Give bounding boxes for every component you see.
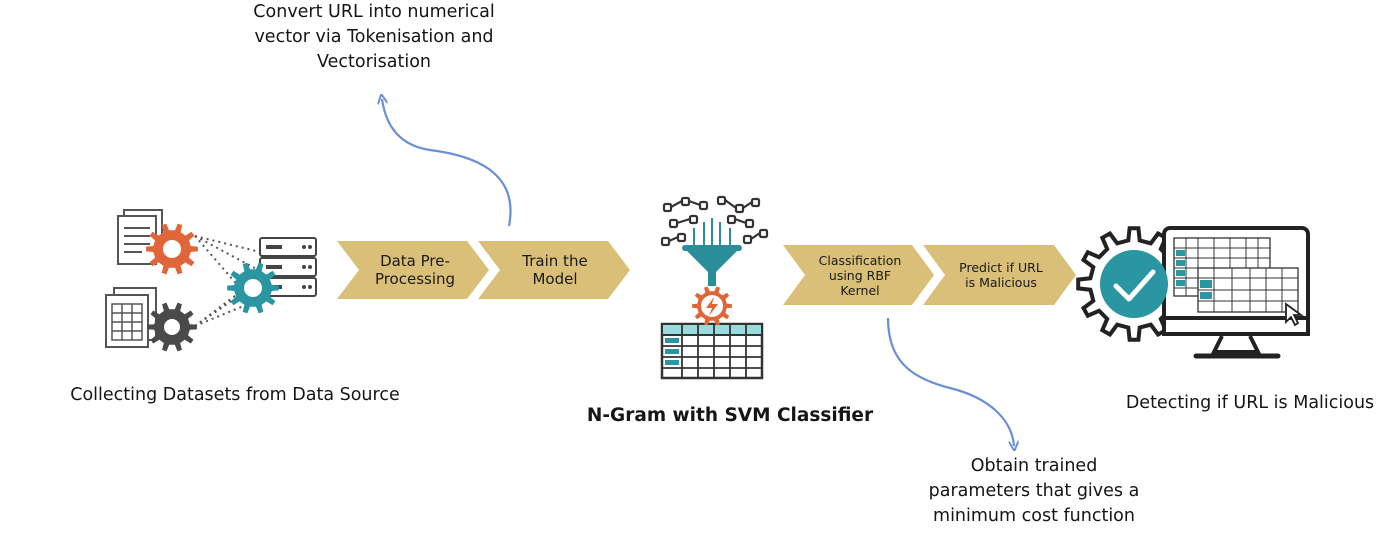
- cursor-icon: [1285, 302, 1304, 327]
- parameters-arrow: [886, 317, 1014, 446]
- step-chevron-4: [923, 245, 1076, 305]
- lightning-gear-icon: [692, 286, 732, 326]
- data-table-icon: [660, 322, 764, 380]
- tokenise-arrow: [382, 99, 512, 227]
- step-label-1: Data Pre-Processing: [374, 252, 456, 288]
- step-chevron-2: [478, 241, 630, 299]
- checkmark-icon: [1113, 269, 1156, 302]
- checkmark-circle-icon: [1100, 250, 1168, 318]
- funnel-icon: [686, 250, 738, 286]
- gray-gear-icon: [147, 302, 197, 352]
- documents-gears-server-icon: [105, 209, 317, 348]
- step-chevron-3: [783, 245, 934, 305]
- orange-gear-icon: [146, 223, 198, 275]
- collect-caption: Collecting Datasets from Data Source: [70, 385, 400, 405]
- data-bits-icon: [660, 195, 769, 247]
- detect-caption: Detecting if URL is Malicious: [1125, 393, 1375, 413]
- funnel-gear-table-icon: [660, 195, 769, 380]
- teal-gear-icon: [227, 262, 279, 314]
- monitor-checkmark-gear-icon: [1076, 226, 1310, 359]
- step-chevron-1: [337, 241, 489, 299]
- classifier-caption: N-Gram with SVM Classifier: [586, 405, 874, 426]
